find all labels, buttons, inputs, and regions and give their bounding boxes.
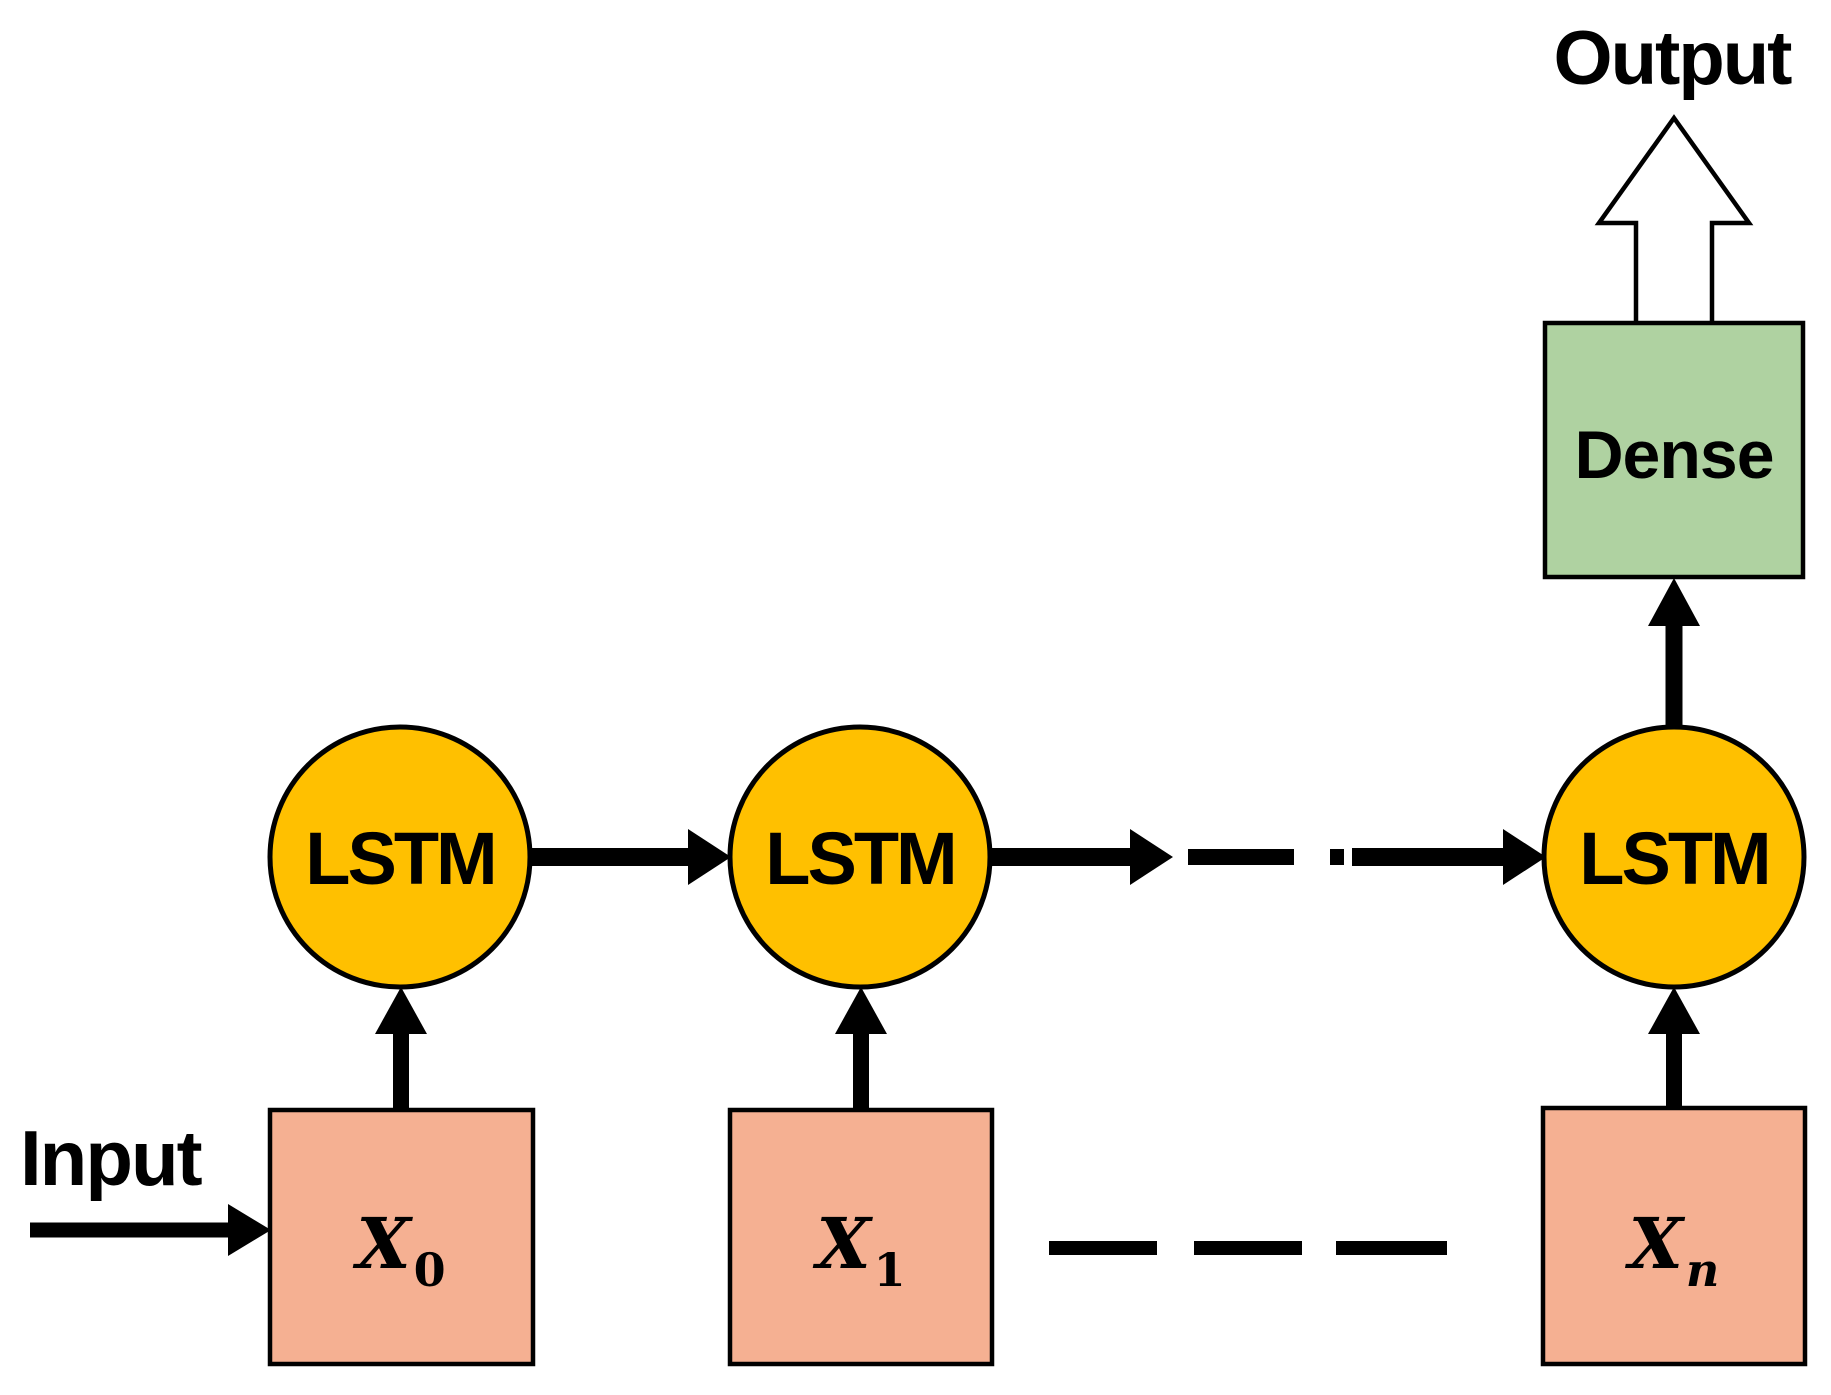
input-box-x1: X1	[727, 1107, 995, 1367]
x0-label: X0	[352, 1202, 445, 1297]
xn-box	[1540, 1105, 1808, 1367]
ellipsis-dash	[1049, 1241, 1157, 1255]
xn-base: X	[1625, 1202, 1686, 1285]
x0-subscript: 0	[414, 1243, 446, 1297]
x0-base: X	[352, 1202, 413, 1285]
connector-lstm2-to-lstm3	[990, 829, 1546, 885]
arrow-xn-to-lstm3	[1648, 987, 1700, 1110]
arrow-lstm1-to-lstm2	[531, 829, 731, 885]
ellipsis-dot	[1330, 849, 1344, 865]
lstm-node-2: LSTM	[727, 724, 993, 990]
ellipsis-dash	[1336, 1241, 1447, 1255]
lstm-label: LSTM	[305, 817, 494, 900]
ellipsis-dash	[1194, 1241, 1302, 1255]
ellipsis-dash	[1188, 849, 1294, 865]
arrow-head-up-icon	[375, 987, 427, 1034]
lstm-node-3: LSTM	[1541, 724, 1807, 990]
x0-box	[267, 1107, 536, 1367]
dense-label: Dense	[1574, 417, 1773, 493]
arrow-head-right-icon	[1130, 829, 1173, 885]
arrow-head-right-icon	[1503, 829, 1546, 885]
xn-label: Xn	[1625, 1202, 1720, 1297]
xn-subscript: n	[1686, 1243, 1719, 1297]
x1-subscript: 1	[874, 1243, 906, 1297]
lstm-circle	[267, 724, 533, 990]
input-box-x0: X0	[267, 1107, 536, 1367]
input-box-xn: Xn	[1540, 1105, 1808, 1367]
output-label: Output	[1553, 16, 1792, 101]
lstm-circle	[727, 724, 993, 990]
dense-box	[1542, 320, 1806, 580]
x1-box	[727, 1107, 995, 1367]
arrow-head-right-icon	[688, 829, 731, 885]
lstm-label: LSTM	[1579, 817, 1768, 900]
x1-label: X1	[812, 1202, 905, 1297]
lstm-label: LSTM	[765, 817, 954, 900]
ellipsis-x1-to-xn	[1049, 1241, 1447, 1255]
lstm-node-1: LSTM	[267, 724, 533, 990]
arrow-head-right-icon	[228, 1204, 271, 1256]
output-block-arrow-icon	[1594, 114, 1754, 333]
dense-layer-node: Dense	[1542, 320, 1806, 580]
arrow-head-up-icon	[1648, 987, 1700, 1034]
arrow-input-to-x0	[30, 1204, 271, 1256]
arrow-head-up-icon	[1648, 578, 1700, 626]
x1-base: X	[812, 1202, 873, 1285]
arrow-lstm3-to-dense	[1648, 578, 1700, 729]
arrow-x1-to-lstm2	[835, 987, 887, 1112]
arrow-head-up-icon	[835, 987, 887, 1034]
input-label: Input	[20, 1114, 203, 1202]
arrow-x0-to-lstm1	[375, 987, 427, 1112]
